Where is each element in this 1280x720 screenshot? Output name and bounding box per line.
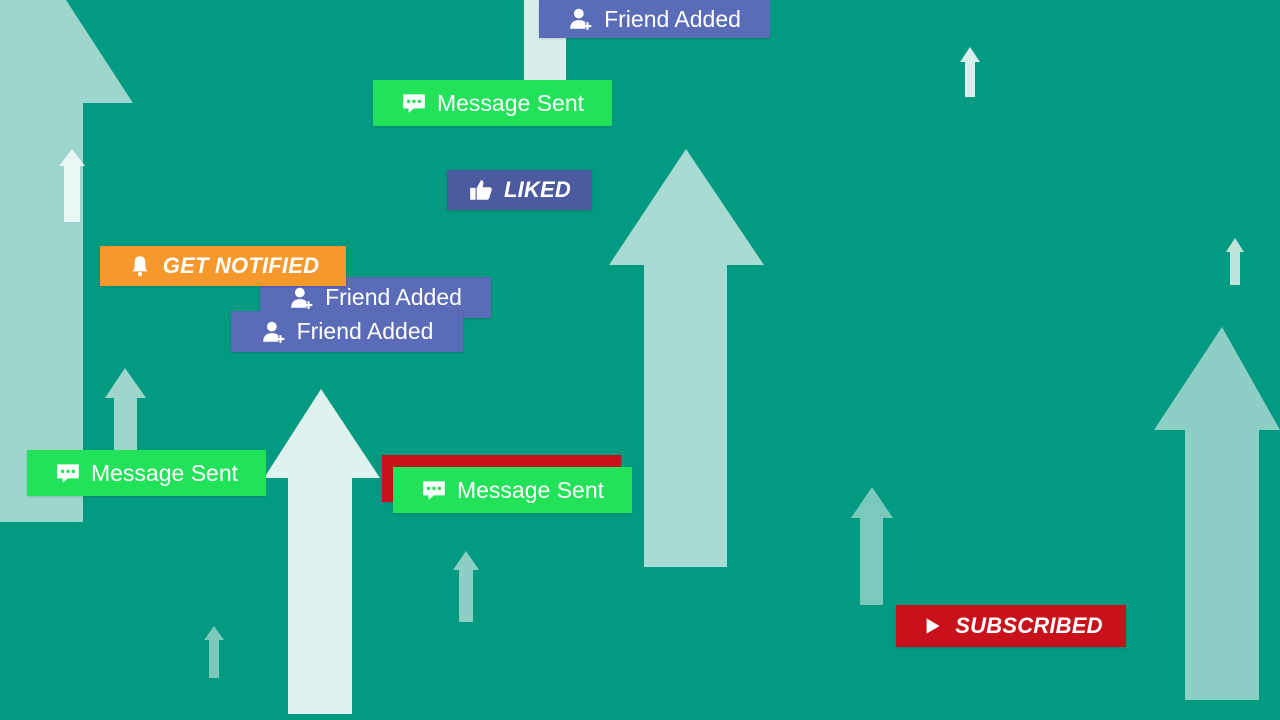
liked-badge: LIKED (447, 170, 592, 210)
up-arrow-icon (0, 0, 133, 522)
friend-added-badge: Friend Added (539, 0, 770, 38)
message-sent-badge: Message Sent (393, 467, 632, 513)
badge-label: LIKED (504, 177, 571, 202)
chat-bubble-icon (421, 477, 447, 503)
friend-added-badge: Friend Added (231, 311, 463, 352)
up-arrow-icon (960, 47, 980, 97)
up-arrow-icon (105, 368, 146, 452)
badge-label: Friend Added (325, 284, 462, 310)
up-arrow-icon (204, 626, 224, 678)
message-sent-badge: Message Sent (27, 450, 266, 496)
thumbs-up-icon (468, 177, 494, 203)
badge-label: Friend Added (604, 5, 741, 32)
subscribed-badge: SUBSCRIBED (896, 605, 1126, 647)
badge-label: SUBSCRIBED (955, 613, 1103, 638)
add-user-icon (289, 285, 315, 311)
add-user-icon (568, 6, 594, 32)
play-icon (919, 613, 945, 639)
chat-bubble-icon (401, 90, 427, 116)
badge-label: Message Sent (456, 476, 605, 503)
up-arrow-icon (609, 149, 764, 567)
badge-label: Message Sent (90, 459, 239, 486)
badge-label: Friend Added (296, 318, 434, 344)
badge-label: Message Sent (436, 89, 585, 116)
up-arrow-icon (1154, 327, 1280, 700)
up-arrow-icon (264, 389, 380, 714)
up-arrow-icon (851, 487, 893, 605)
badge-label: GET NOTIFIED (162, 253, 320, 278)
message-sent-badge: Message Sent (373, 80, 612, 126)
up-arrow-icon (59, 149, 85, 222)
add-user-icon (261, 319, 287, 345)
up-arrow-icon (1226, 238, 1244, 285)
bell-icon (127, 253, 153, 279)
chat-bubble-icon (55, 460, 81, 486)
get-notified-badge: GET NOTIFIED (100, 246, 346, 286)
up-arrow-icon (453, 551, 479, 622)
